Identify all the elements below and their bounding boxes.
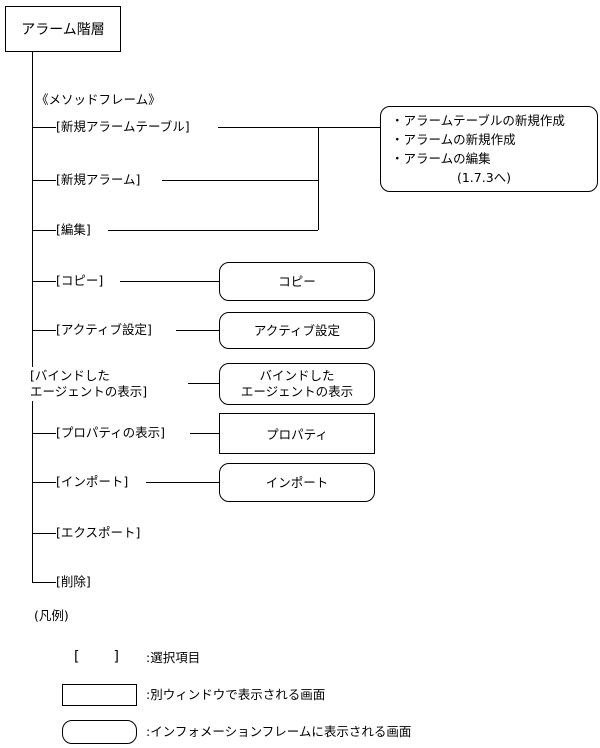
copy-screen-label: コピー [278,273,316,289]
connector-active [32,330,56,331]
menu-new-alarm-table: [新規アラームテーブル] [56,119,190,134]
property-screen-label: プロパティ [266,427,328,442]
menu-copy: [コピー] [56,273,104,288]
connector-copy-to-screen [120,281,219,282]
connector-new-table-to-bus [218,127,318,128]
root-node-alarm-hierarchy: アラーム階層 [5,6,121,52]
property-screen-box: プロパティ [219,413,375,454]
method-frame-label: 《メソッドフレーム》 [36,92,161,107]
menu-new-alarm: [新規アラーム] [56,172,141,187]
connector-delete [32,582,56,583]
menu-property: [プロパティの表示] [56,425,166,440]
connector-export [32,533,56,534]
connector-edit [32,230,56,231]
connector-new-table [32,127,56,128]
connector-bus-to-edit-screen [318,127,380,128]
connector-edit-to-bus [108,230,318,231]
edit-item-edit-alarm: ・アラームの編集 [391,151,491,166]
menu-bind-agents: [バインドした エージェントの表示] [28,367,150,401]
legend-select-desc: :選択項目 [146,650,201,665]
legend-info-box [62,720,137,744]
edit-screen-box: ・アラームテーブルの新規作成 ・アラームの新規作成 ・アラームの編集 (1.7.… [380,106,598,192]
connector-copy [32,281,56,282]
root-label: アラーム階層 [21,22,105,38]
edit-item-new-alarm: ・アラームの新規作成 [391,132,516,147]
legend-brackets: [ ] [74,649,121,665]
connector-active-to-screen [176,330,219,331]
bind-agents-screen-box: バインドした エージェントの表示 [219,363,375,405]
copy-screen-box: コピー [219,262,375,301]
menu-edit: [編集] [56,222,91,237]
legend-window-box [62,684,137,706]
menu-delete: [削除] [56,574,91,589]
connector-property-to-screen [190,433,219,434]
menu-export: [エクスポート] [56,525,141,540]
edit-reference: (1.7.3へ) [456,170,512,185]
connector-property [32,433,56,434]
legend-title: (凡例) [34,608,69,623]
menu-bind-agents-line2: エージェントの表示] [30,384,148,399]
bind-agents-screen-line1: バインドした [259,368,335,383]
active-setting-screen-box: アクティブ設定 [219,312,375,349]
connector-import [32,482,56,483]
legend-window-desc: :別ウィンドウで表示される画面 [146,687,326,702]
connector-bind-to-screen [188,383,219,384]
import-screen-label: インポート [265,474,329,490]
connector-new-alarm-to-bus [162,180,318,181]
menu-bind-agents-line1: [バインドした [30,368,110,383]
import-screen-box: インポート [219,463,375,502]
connector-import-to-screen [146,482,219,483]
menu-active-setting: [アクティブ設定] [56,322,152,337]
edit-bus-line [318,127,319,230]
bind-agents-screen-line2: エージェントの表示 [240,384,354,399]
active-setting-screen-label: アクティブ設定 [253,322,341,338]
connector-new-alarm [32,180,56,181]
trunk-line [32,52,33,582]
edit-item-new-table: ・アラームテーブルの新規作成 [391,113,565,128]
menu-import: [インポート] [56,474,129,489]
legend-info-desc: :インフォメーションフレームに表示される画面 [146,724,412,739]
